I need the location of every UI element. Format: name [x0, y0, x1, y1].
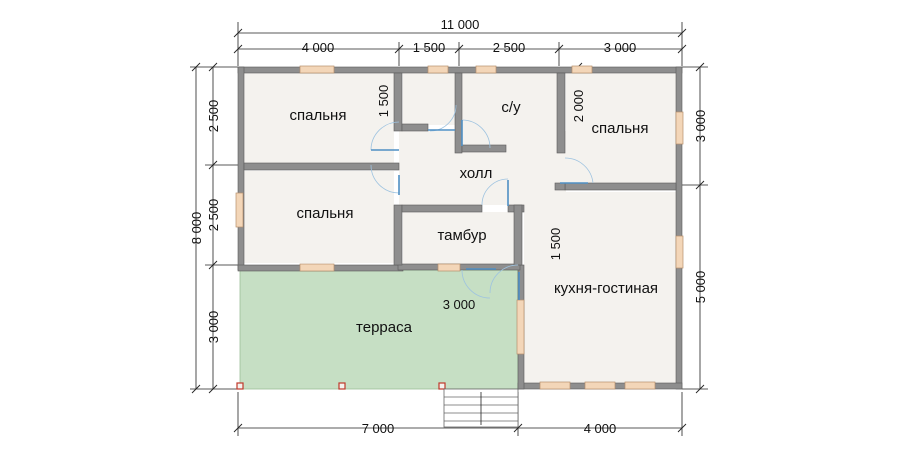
dim-top-4: 3 000 — [604, 40, 637, 55]
label-vestibule: тамбур — [437, 227, 486, 244]
dim-left-total: 8 000 — [189, 212, 204, 245]
label-bathroom: с/у — [501, 99, 521, 116]
label-bedroom-1: спальня — [290, 107, 347, 124]
label-hall: холл — [460, 165, 493, 182]
label-bedroom-3: спальня — [592, 120, 649, 137]
dim-bottom-1: 7 000 — [362, 421, 395, 436]
dim-left-3: 3 000 — [206, 311, 221, 344]
dim-right-1: 3 000 — [693, 110, 708, 143]
windows — [235, 65, 684, 390]
terrace-posts — [236, 382, 446, 390]
dimension-labels: 11 000 4 000 1 500 2 500 3 000 8 000 2 5… — [189, 17, 708, 436]
dim-right-2: 5 000 — [693, 271, 708, 304]
dim-bottom-2: 4 000 — [584, 421, 617, 436]
dim-top-2: 1 500 — [413, 40, 446, 55]
dim-top-1: 4 000 — [302, 40, 335, 55]
label-kitchen-living: кухня-гостиная — [554, 280, 658, 297]
room-labels: спальня спальня спальня с/у холл тамбур … — [290, 99, 659, 336]
dim-left-2: 2 500 — [206, 199, 221, 232]
floors — [244, 73, 676, 383]
label-bedroom-2: спальня — [297, 205, 354, 222]
dim-inner-bath: 2 000 — [571, 90, 586, 123]
entrance-steps — [443, 388, 519, 428]
dim-top-total: 11 000 — [441, 17, 480, 32]
dim-inner-vestibule: 1 500 — [548, 228, 563, 261]
dim-inner-terrace: 3 000 — [443, 297, 476, 312]
doors — [370, 104, 594, 300]
label-terrace: терраса — [356, 319, 413, 336]
dim-inner-wc: 1 500 — [376, 85, 391, 118]
dim-top-3: 2 500 — [493, 40, 526, 55]
terrace-area — [239, 269, 519, 390]
dim-left-1: 2 500 — [206, 100, 221, 133]
